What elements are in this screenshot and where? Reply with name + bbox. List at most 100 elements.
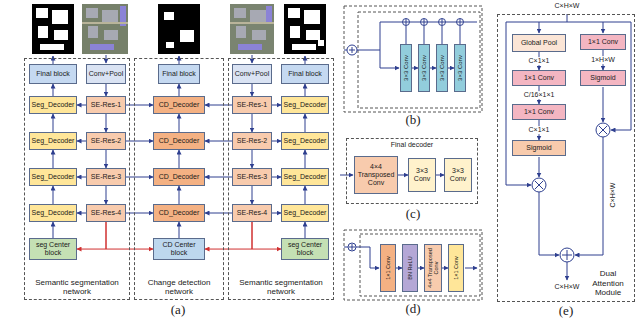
conv-box: 1×1 Conv (580, 34, 626, 50)
aerial-photo (82, 22, 128, 24)
se-res-block: SE-Res-4 (86, 204, 126, 222)
connector-arrow (126, 213, 153, 214)
mask-image (284, 4, 326, 54)
edge-label: 1×H×W (590, 56, 616, 64)
connector-arrow (77, 141, 86, 142)
mask-image (36, 8, 68, 50)
se-res-block: SE-Res-2 (232, 132, 272, 150)
final-block: Final block (158, 64, 200, 84)
connector-arrow (305, 84, 306, 96)
node-label: Sigmoid (526, 144, 551, 152)
node-label: Seg_Decoder (284, 173, 327, 181)
sigmoid-box: Sigmoid (512, 140, 566, 156)
node-label: 1×1 Conv (524, 108, 554, 116)
node-label: CD_Decoder (159, 209, 199, 217)
connector-arrow (272, 177, 281, 178)
connector-group (53, 50, 603, 268)
node-label: Seg_Decoder (32, 101, 75, 109)
connector-arrow (252, 222, 281, 249)
group-label: Semantic segmentation network (231, 278, 331, 296)
se-res-block: SE-Res-4 (232, 204, 272, 222)
node-label: SE-Res-3 (237, 173, 267, 181)
attention-wires (603, 22, 604, 33)
node-label: CD_Decoder (159, 101, 199, 109)
mask-image (158, 4, 200, 54)
seg-decoder-box: Seg_Decoder (29, 96, 77, 114)
node-label: Final block (162, 70, 195, 78)
panel-label: (d) (395, 302, 431, 317)
aerial-photo (82, 4, 128, 54)
connector-arrow (305, 114, 306, 132)
conv-block: 1×1 Conv (448, 244, 464, 292)
final-block: Final block (29, 64, 77, 84)
edge-label: C×1×1 (527, 126, 550, 134)
node-label: 4×4 Transposed Conv (356, 163, 396, 187)
node-label: 1×1 Conv (385, 246, 391, 290)
node-label: Seg_Decoder (284, 137, 327, 145)
connector-arrow (53, 150, 54, 168)
node-label: 1×1 Conv (524, 74, 554, 82)
attention-wires (539, 22, 540, 33)
node-label: seg Center block (283, 241, 327, 257)
image-arrow (252, 55, 253, 63)
network-group: Change detection networkFinal blockCD_De… (134, 58, 224, 300)
connector-arrow (305, 150, 306, 168)
panel-d-frame (360, 234, 480, 296)
connector-arrow (77, 213, 86, 214)
panel-b-frame (344, 6, 482, 112)
connector-arrow (179, 150, 180, 168)
se-res-block: SE-Res-1 (86, 96, 126, 114)
node-label: 3×3 Conv (410, 167, 434, 183)
dimension-label: C×H×W (547, 2, 587, 10)
connector-arrow (398, 175, 408, 176)
mask-image (284, 4, 326, 54)
aerial-photo (230, 4, 274, 54)
panel-label: (a) (160, 303, 196, 318)
seg-decoder-box: Seg_Decoder (29, 132, 77, 150)
panel-b-wires (457, 19, 464, 26)
panel-b-wires (403, 19, 410, 26)
node-label: Conv+Pool (235, 70, 269, 78)
group-label: Dual Attention Module (585, 269, 631, 297)
panel-b-wires (380, 22, 399, 68)
panel-b-wires (403, 19, 409, 25)
panel-d-wires (344, 247, 348, 248)
dimension-label: C×H×W (608, 175, 618, 215)
conv-box: 3×3 Conv (444, 158, 472, 192)
conv-box: 3×3 Conv (408, 158, 436, 192)
attention-wires (603, 87, 604, 122)
node-label: CD_Decoder (159, 173, 199, 181)
mask-image (288, 8, 324, 50)
conv-block: 3×3 Conv (418, 44, 430, 92)
panel-b-frame (358, 12, 480, 108)
edge-label: C×1×1 (527, 57, 550, 65)
attention-wires (506, 22, 631, 23)
center-block: seg Center block (281, 238, 329, 260)
seg-decoder-box: Seg_Decoder (281, 132, 329, 150)
operator-symbol (599, 126, 607, 134)
connector-arrow (436, 175, 444, 176)
node-label: Seg_Decoder (32, 173, 75, 181)
connector-arrow (53, 186, 54, 204)
node-label: 3×3 Conv (403, 46, 410, 90)
edge-label: C/16×1×1 (523, 91, 556, 99)
node-label: 3×3 Conv (457, 46, 464, 90)
center-block: CD Center block (153, 238, 205, 260)
connector-arrow (272, 213, 281, 214)
aerial-photo (230, 22, 274, 24)
panel-d-wires (349, 244, 355, 250)
connector-arrow (252, 114, 253, 132)
node-label: Seg_Decoder (32, 137, 75, 145)
panel-b-wires (439, 19, 445, 25)
node-label: SE-Res-2 (237, 137, 267, 145)
node-label: 4×4 Transposed Conv (427, 246, 439, 290)
connector-arrow (77, 177, 86, 178)
operator-symbol (532, 178, 546, 192)
panel-label: (c) (395, 207, 431, 222)
attention-wires (567, 14, 568, 22)
conv-block: 3×3 Conv (436, 44, 448, 92)
node-label: 3×3 Conv (421, 46, 428, 90)
dimension-label: C×H×W (547, 283, 587, 291)
transposed-conv-block: 4×4 Transposed Conv (424, 244, 442, 292)
